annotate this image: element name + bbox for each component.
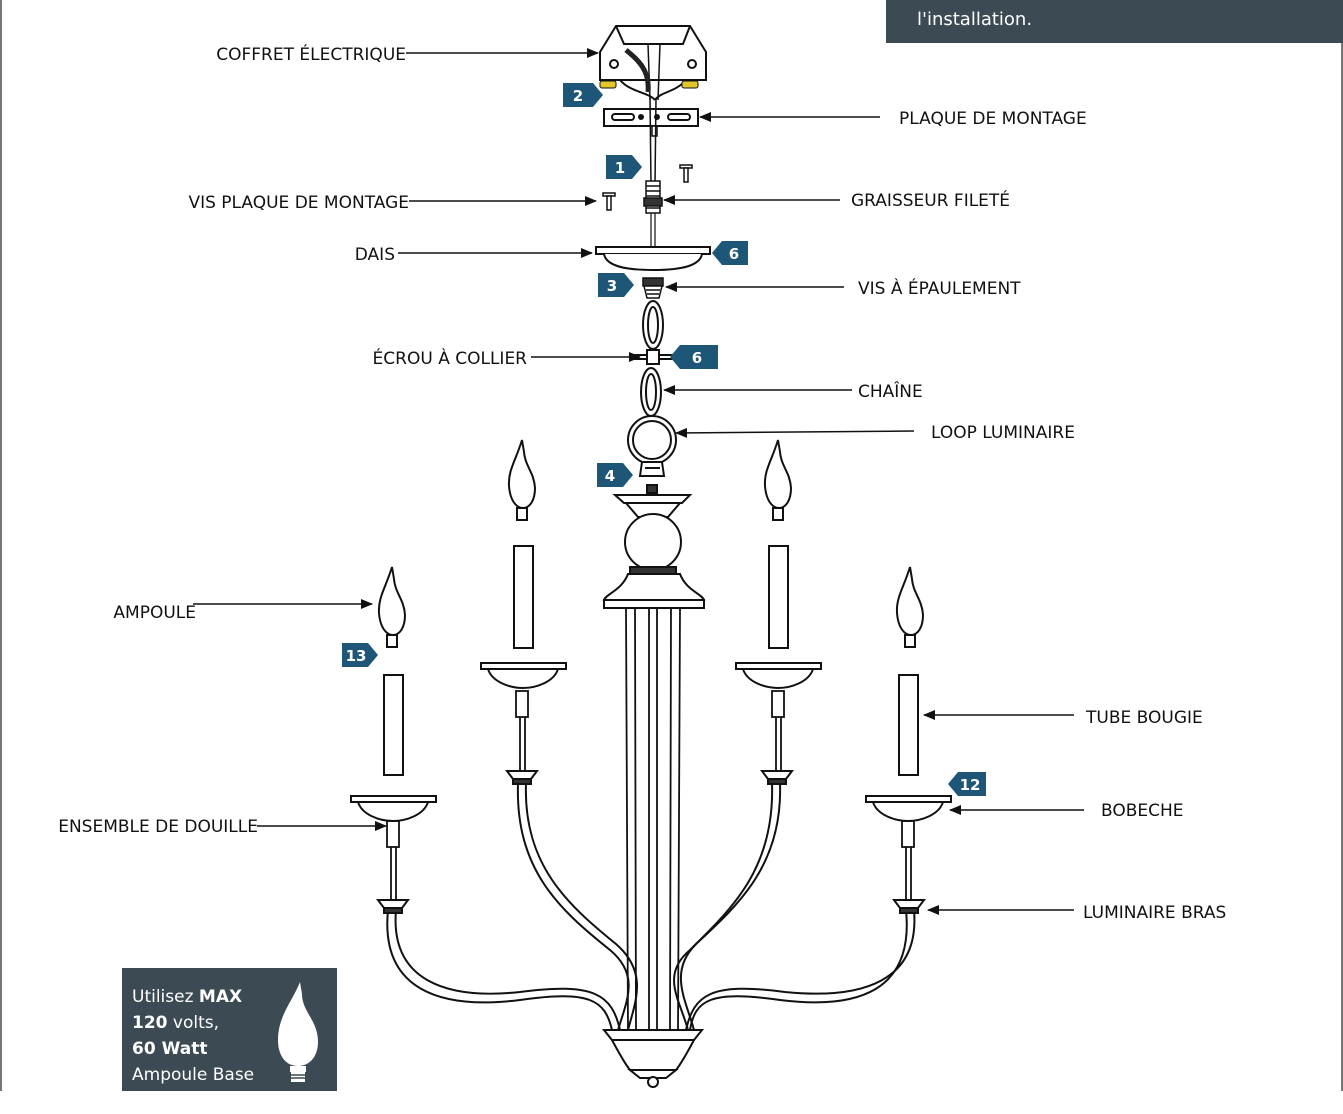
part-labels: COFFRET ÉLECTRIQUE PLAQUE DE MONTAGE VIS… <box>58 43 1226 923</box>
label-tube: TUBE BOUGIE <box>1085 708 1203 728</box>
step-badge-4: 4 <box>597 463 633 487</box>
max-wattage: 60 Watt <box>132 1039 208 1059</box>
wire-nuts <box>599 80 699 89</box>
svg-text:6: 6 <box>729 245 739 263</box>
step-badge-1: 1 <box>606 155 642 179</box>
arm-cups <box>376 770 926 914</box>
svg-text:1: 1 <box>615 159 625 177</box>
svg-text:6: 6 <box>692 349 702 367</box>
step-badge-3: 3 <box>598 273 634 297</box>
label-coffret: COFFRET ÉLECTRIQUE <box>216 43 406 65</box>
mounting-plate <box>603 108 699 127</box>
label-vis-epaulement: VIS À ÉPAULEMENT <box>858 277 1021 299</box>
svg-text:12: 12 <box>960 776 981 794</box>
label-douille: ENSEMBLE DE DOUILLE <box>58 817 258 837</box>
shoulder-screw <box>642 277 664 299</box>
junction-box <box>599 25 707 101</box>
label-ampoule: AMPOULE <box>113 603 196 623</box>
chandelier-arms <box>386 782 916 1031</box>
svg-text:4: 4 <box>605 467 615 485</box>
label-plaque: PLAQUE DE MONTAGE <box>899 109 1087 129</box>
step-badge-6-nut: 6 <box>670 345 718 369</box>
socket-assemblies <box>386 690 915 900</box>
canopy <box>595 246 711 272</box>
chain <box>629 300 677 417</box>
step-badge-12: 12 <box>948 772 986 796</box>
label-loop: LOOP LUMINAIRE <box>931 423 1075 443</box>
installation-note-banner: l'installation. <box>886 0 1343 43</box>
label-bras: LUMINAIRE BRAS <box>1083 903 1226 923</box>
step-badges: 2 1 6 3 6 4 13 12 <box>342 83 986 796</box>
label-chaine: CHAÎNE <box>858 380 923 402</box>
svg-text:3: 3 <box>607 277 617 295</box>
label-ecrou: ÉCROU À COLLIER <box>373 347 528 369</box>
svg-text:2: 2 <box>573 87 583 105</box>
ground-screw <box>651 125 658 137</box>
label-dais: DAIS <box>355 245 395 265</box>
label-vis-plaque: VIS PLAQUE DE MONTAGE <box>188 193 409 213</box>
chandelier-body <box>601 494 706 1088</box>
max-voltage: MAX 120 <box>132 987 243 1033</box>
label-graisseur: GRAISSEUR FILETÉ <box>851 189 1010 211</box>
bulb-spec-text: Utilisez MAX 120 volts,60 Watt Ampoule B… <box>132 987 255 1111</box>
chandelier-diagram: COFFRET ÉLECTRIQUE PLAQUE DE MONTAGE VIS… <box>0 0 1343 1091</box>
step-badge-2: 2 <box>563 83 603 107</box>
installation-note-text: l'installation. <box>917 9 1033 30</box>
bulb-spec-note: Utilisez MAX 120 volts,60 Watt Ampoule B… <box>122 968 337 1111</box>
candle-tubes <box>383 545 919 776</box>
label-bobeche: BOBECHE <box>1101 801 1184 821</box>
svg-text:13: 13 <box>346 647 367 665</box>
threaded-nipple <box>643 180 663 214</box>
candelabra-bulb-icon <box>278 982 318 1082</box>
bobeches <box>350 662 952 823</box>
fixture-loop <box>627 415 677 494</box>
candelabra-bulbs <box>377 439 925 648</box>
step-badge-6-canopy: 6 <box>712 241 748 265</box>
mounting-screw-icon <box>602 164 693 211</box>
step-badge-13: 13 <box>342 643 378 667</box>
leader-lines <box>193 48 1084 915</box>
